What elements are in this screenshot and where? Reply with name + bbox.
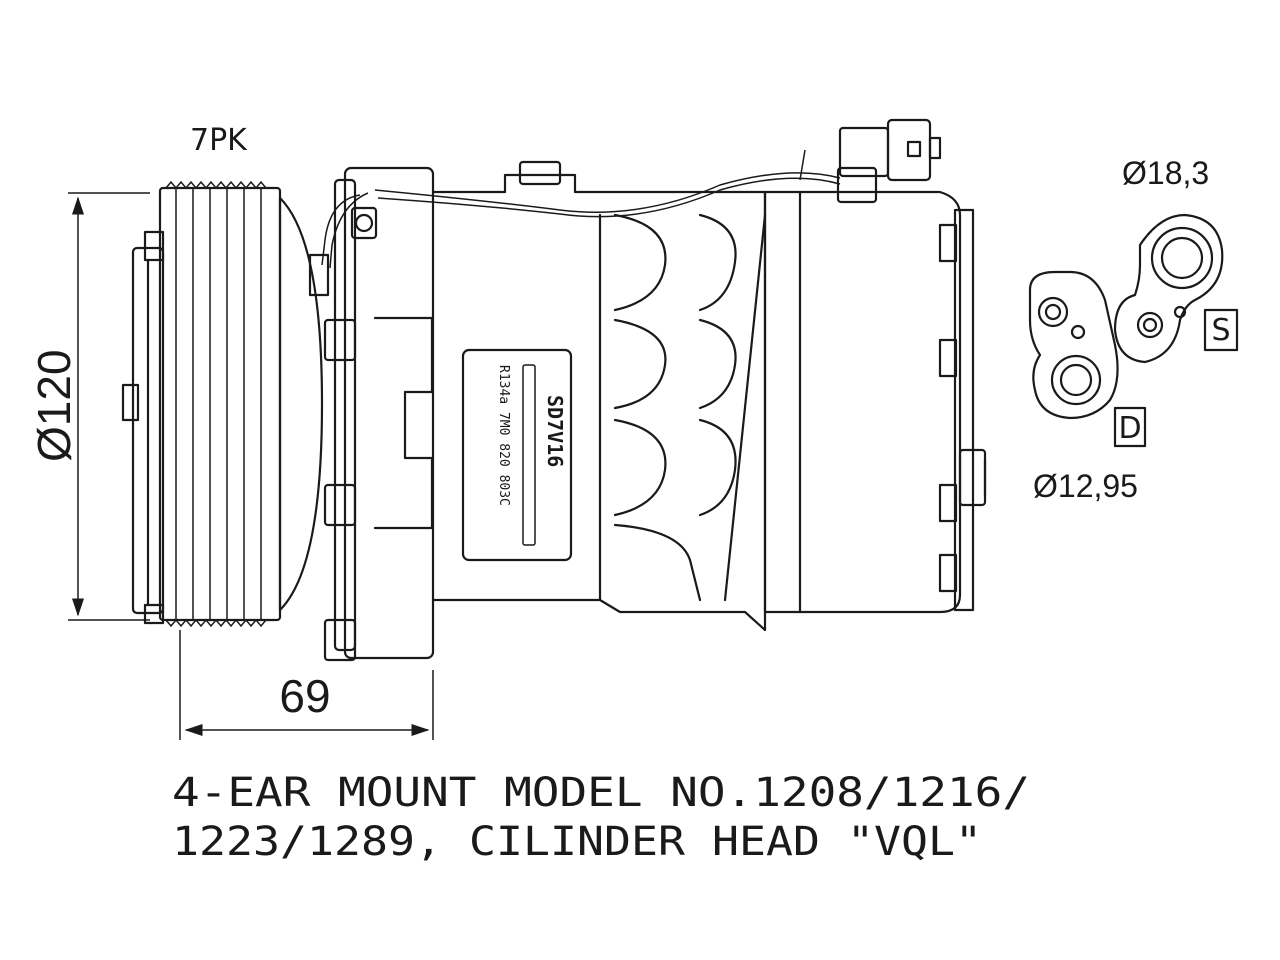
- suction-port-letter: S: [1211, 313, 1230, 348]
- dim-pulley-diameter: Ø120: [28, 192, 150, 621]
- suction-port-plate: S: [1113, 213, 1239, 364]
- rear-head: [763, 190, 987, 614]
- nameplate-model: SD7V16: [543, 395, 567, 467]
- dim-pulley-offset-text: 69: [279, 670, 330, 722]
- nameplate-line1: R134a 7M0 820 803C: [496, 365, 511, 506]
- dim-discharge-port-text: Ø12,95: [1033, 468, 1138, 504]
- nameplate: SD7V16 R134a 7M0 820 803C: [461, 348, 573, 562]
- compressor-body: [431, 160, 767, 632]
- caption-line-2: 1223/1289, CILINDER HEAD "VQL": [172, 819, 982, 865]
- dim-pulley-diameter-text: Ø120: [28, 349, 80, 462]
- pulley-grooves: [165, 180, 267, 628]
- front-housing: [308, 166, 435, 662]
- dim-pulley-offset: 69: [179, 630, 434, 740]
- discharge-port-letter: D: [1118, 411, 1141, 446]
- dim-suction-port-text: Ø18,3: [1122, 155, 1209, 191]
- pulley: [121, 180, 324, 628]
- belt-type-label: 7PK: [190, 123, 248, 158]
- wiring-harness: [321, 118, 942, 269]
- discharge-port-plate: D: [1028, 270, 1147, 448]
- caption-line-1: 4-EAR MOUNT MODEL NO.1208/1216/: [172, 770, 1030, 816]
